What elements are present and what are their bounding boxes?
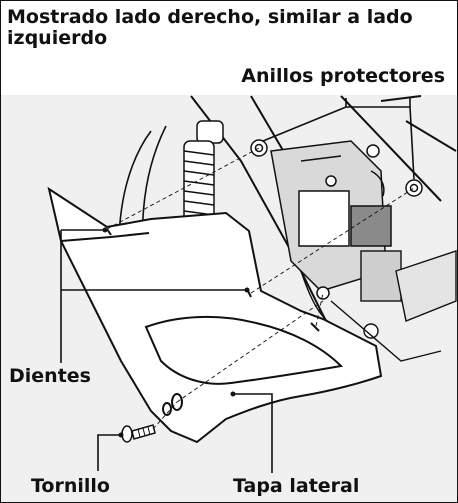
grommet-upper-left	[250, 139, 268, 157]
leader-lines	[60, 97, 415, 473]
caption-header: Mostrado lado derecho, similar a lado iz…	[1, 1, 457, 95]
grommet-upper-right	[405, 179, 423, 197]
grommets	[250, 139, 423, 300]
label-teeth: Dientes	[9, 365, 91, 387]
alignment-lines	[106, 147, 415, 430]
label-side-cover: Tapa lateral	[233, 475, 360, 497]
grommet-lower	[316, 286, 330, 300]
caption-title: Mostrado lado derecho, similar a lado iz…	[7, 6, 413, 49]
label-screw: Tornillo	[31, 475, 110, 497]
leader-dots	[102, 227, 250, 438]
label-protective-rings: Anillos protectores	[241, 65, 445, 87]
side-cover	[47, 186, 383, 444]
engine-detail	[300, 250, 457, 362]
battery-box	[270, 140, 392, 292]
